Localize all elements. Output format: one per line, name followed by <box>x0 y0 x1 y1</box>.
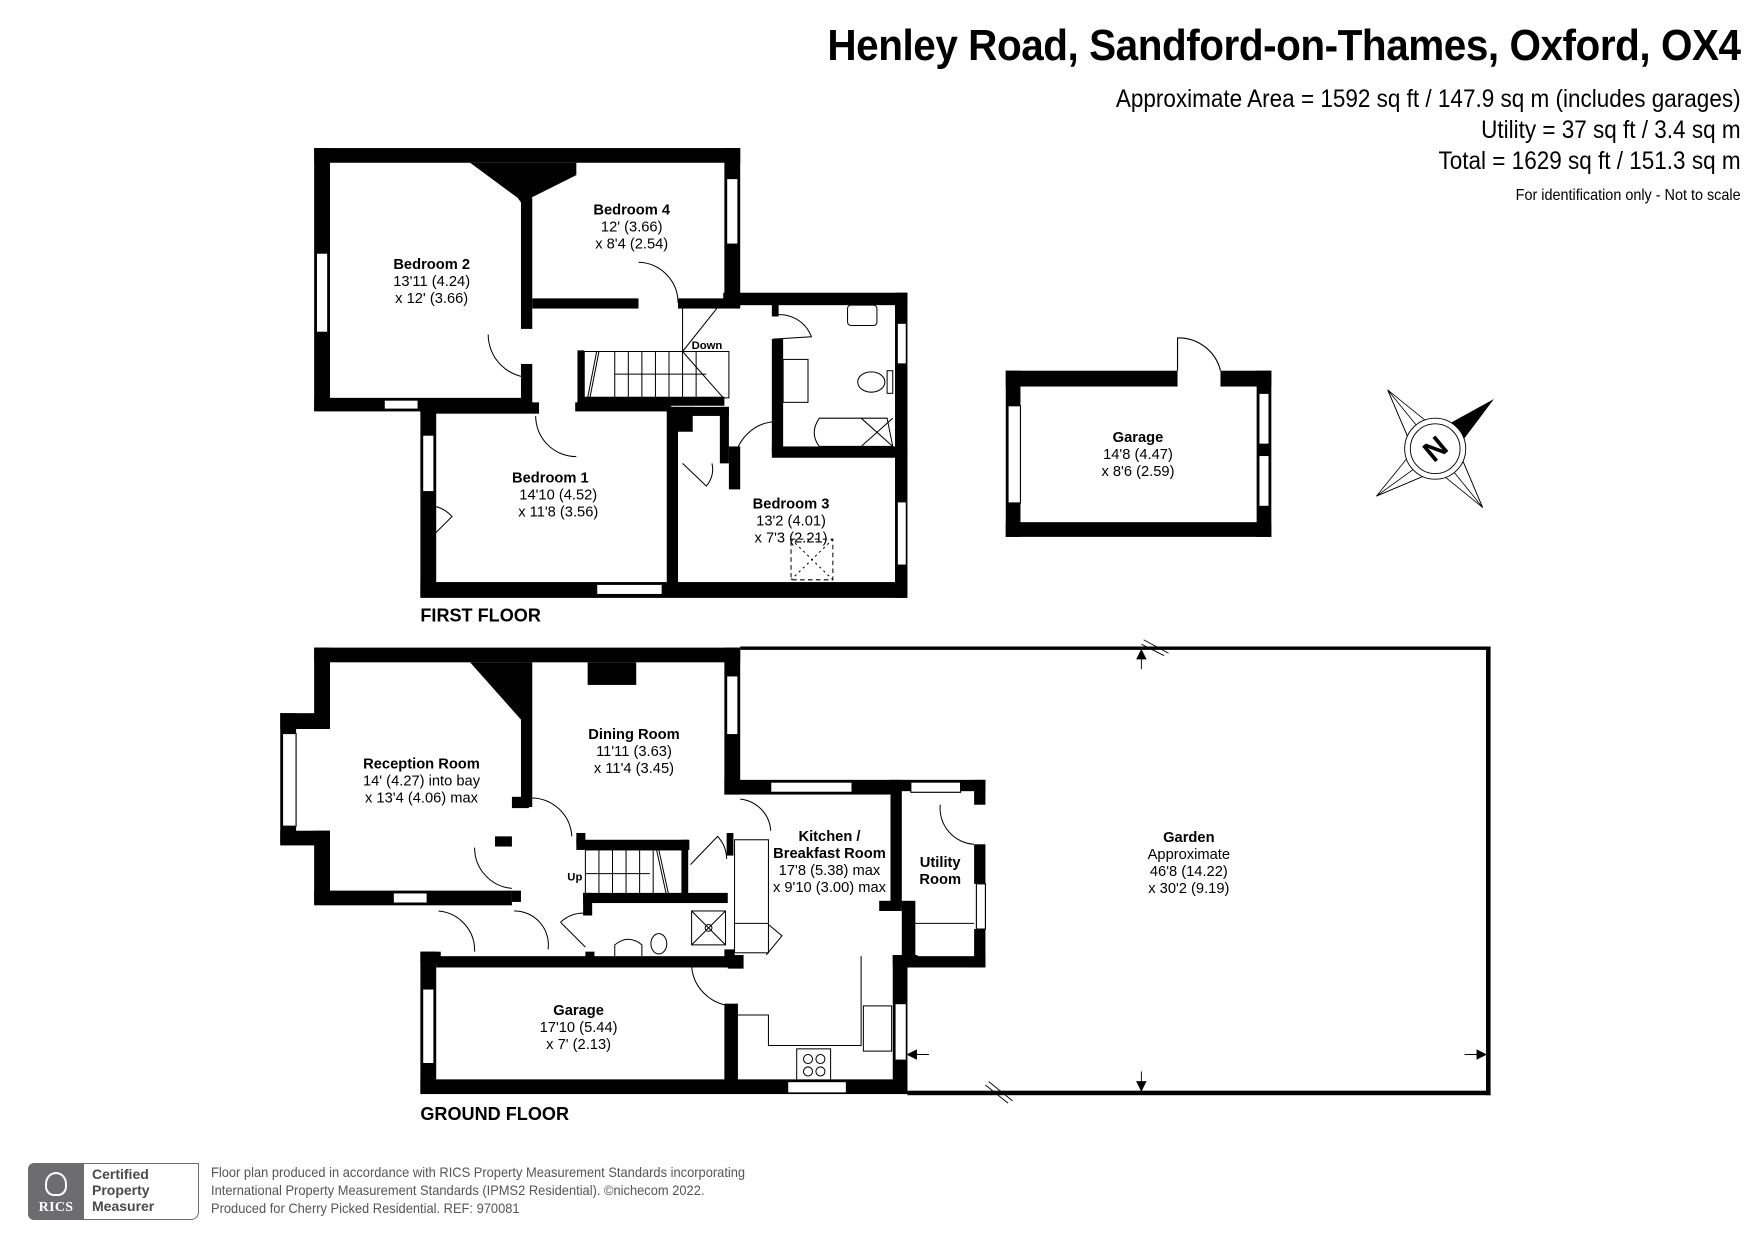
room-label: Bedroom 1 <box>512 471 589 487</box>
stair-up-label: Up <box>567 871 582 883</box>
room-label: Garage <box>1113 430 1164 446</box>
footer-line: International Property Measurement Stand… <box>211 1182 705 1198</box>
footer-line: Produced for Cherry Picked Residential. … <box>211 1200 520 1216</box>
room-dimension: 17'8 (5.38) max <box>779 863 881 879</box>
room-dimension: x 13'4 (4.06) max <box>365 790 479 806</box>
room-label: Breakfast Room <box>773 846 886 862</box>
room-label: Garage <box>553 1003 604 1019</box>
garden-outline <box>740 646 1491 1096</box>
first-floor-plan <box>314 148 908 598</box>
garden-label: Garden <box>1163 830 1214 846</box>
garden-dimension-arrows <box>906 639 1488 1104</box>
header: Henley Road, Sandford-on-Thames, Oxford,… <box>748 20 1742 207</box>
rics-logo: RICS <box>28 1163 84 1220</box>
certified-measurer-badge: Certified Property Measurer <box>84 1163 199 1220</box>
room-dimension: 12' (3.66) <box>601 220 663 236</box>
footer-notes: Floor plan produced in accordance with R… <box>211 1163 745 1217</box>
first-floor-label: FIRST FLOOR <box>420 606 541 626</box>
ground-floor-fixtures <box>438 797 975 1082</box>
cert-line: Property <box>92 1182 150 1198</box>
room-label: Bedroom 4 <box>593 203 671 219</box>
room-dimension: x 12' (3.66) <box>395 291 468 307</box>
room-dimension: 13'11 (4.24) <box>393 274 470 290</box>
approximate-area: Approximate Area = 1592 sq ft / 147.9 sq… <box>1116 85 1741 113</box>
room-dimension: x 11'8 (3.56) <box>518 505 598 521</box>
ground-floor-windows <box>281 675 986 1094</box>
cert-line: Certified <box>92 1166 149 1182</box>
room-label: Room <box>919 872 961 888</box>
room-label: Reception Room <box>363 757 480 773</box>
room-label: Utility <box>920 855 962 871</box>
garden-dimension: 46'8 (14.22) <box>1150 864 1228 880</box>
room-dimension: x 8'6 (2.59) <box>1101 464 1174 480</box>
footer: RICS Certified Property Measurer Floor p… <box>28 1163 792 1220</box>
cert-line: Measurer <box>92 1198 155 1214</box>
room-label: Kitchen / <box>798 829 860 845</box>
room-label: Dining Room <box>588 727 679 743</box>
rics-text: RICS <box>38 1200 74 1215</box>
garden-dimension: x 30'2 (9.19) <box>1148 881 1229 897</box>
utility-area: Utility = 37 sq ft / 3.4 sq m <box>1481 116 1741 144</box>
room-dimension: x 9'10 (3.00) max <box>773 880 887 896</box>
disclaimer: For identification only - Not to scale <box>1516 187 1741 204</box>
room-dimension: x 8'4 (2.54) <box>595 237 668 253</box>
first-floor-doors <box>422 261 894 581</box>
compass-icon: N <box>1376 389 1494 508</box>
room-label: Bedroom 3 <box>753 497 830 513</box>
outbuilding-door <box>1176 337 1222 371</box>
property-title: Henley Road, Sandford-on-Thames, Oxford,… <box>827 21 1742 70</box>
garden-note: Approximate <box>1148 847 1230 863</box>
room-dimension: 14'8 (4.47) <box>1103 447 1173 463</box>
room-dimension: x 7' (2.13) <box>546 1037 611 1053</box>
room-dimension: 13'2 (4.01) <box>756 514 826 530</box>
first-floor-windows <box>315 178 907 596</box>
room-dimension: x 7'3 (2.21) <box>755 531 828 547</box>
total-area: Total = 1629 sq ft / 151.3 sq m <box>1438 147 1741 175</box>
room-dimension: 14'10 (4.52) <box>519 488 597 504</box>
room-label: Bedroom 2 <box>393 257 470 273</box>
room-dimension: x 11'4 (3.45) <box>594 761 674 777</box>
stair-down-label: Down <box>692 340 723 352</box>
footer-line: Floor plan produced in accordance with R… <box>211 1164 746 1180</box>
room-dimension: 11'11 (3.63) <box>596 744 672 760</box>
ground-floor-label: GROUND FLOOR <box>420 1104 569 1124</box>
outbuilding-windows <box>1007 392 1270 507</box>
rics-lion-icon <box>45 1172 67 1196</box>
room-dimension: 17'10 (5.44) <box>540 1020 618 1036</box>
room-dimension: 14' (4.27) into bay <box>363 774 481 790</box>
